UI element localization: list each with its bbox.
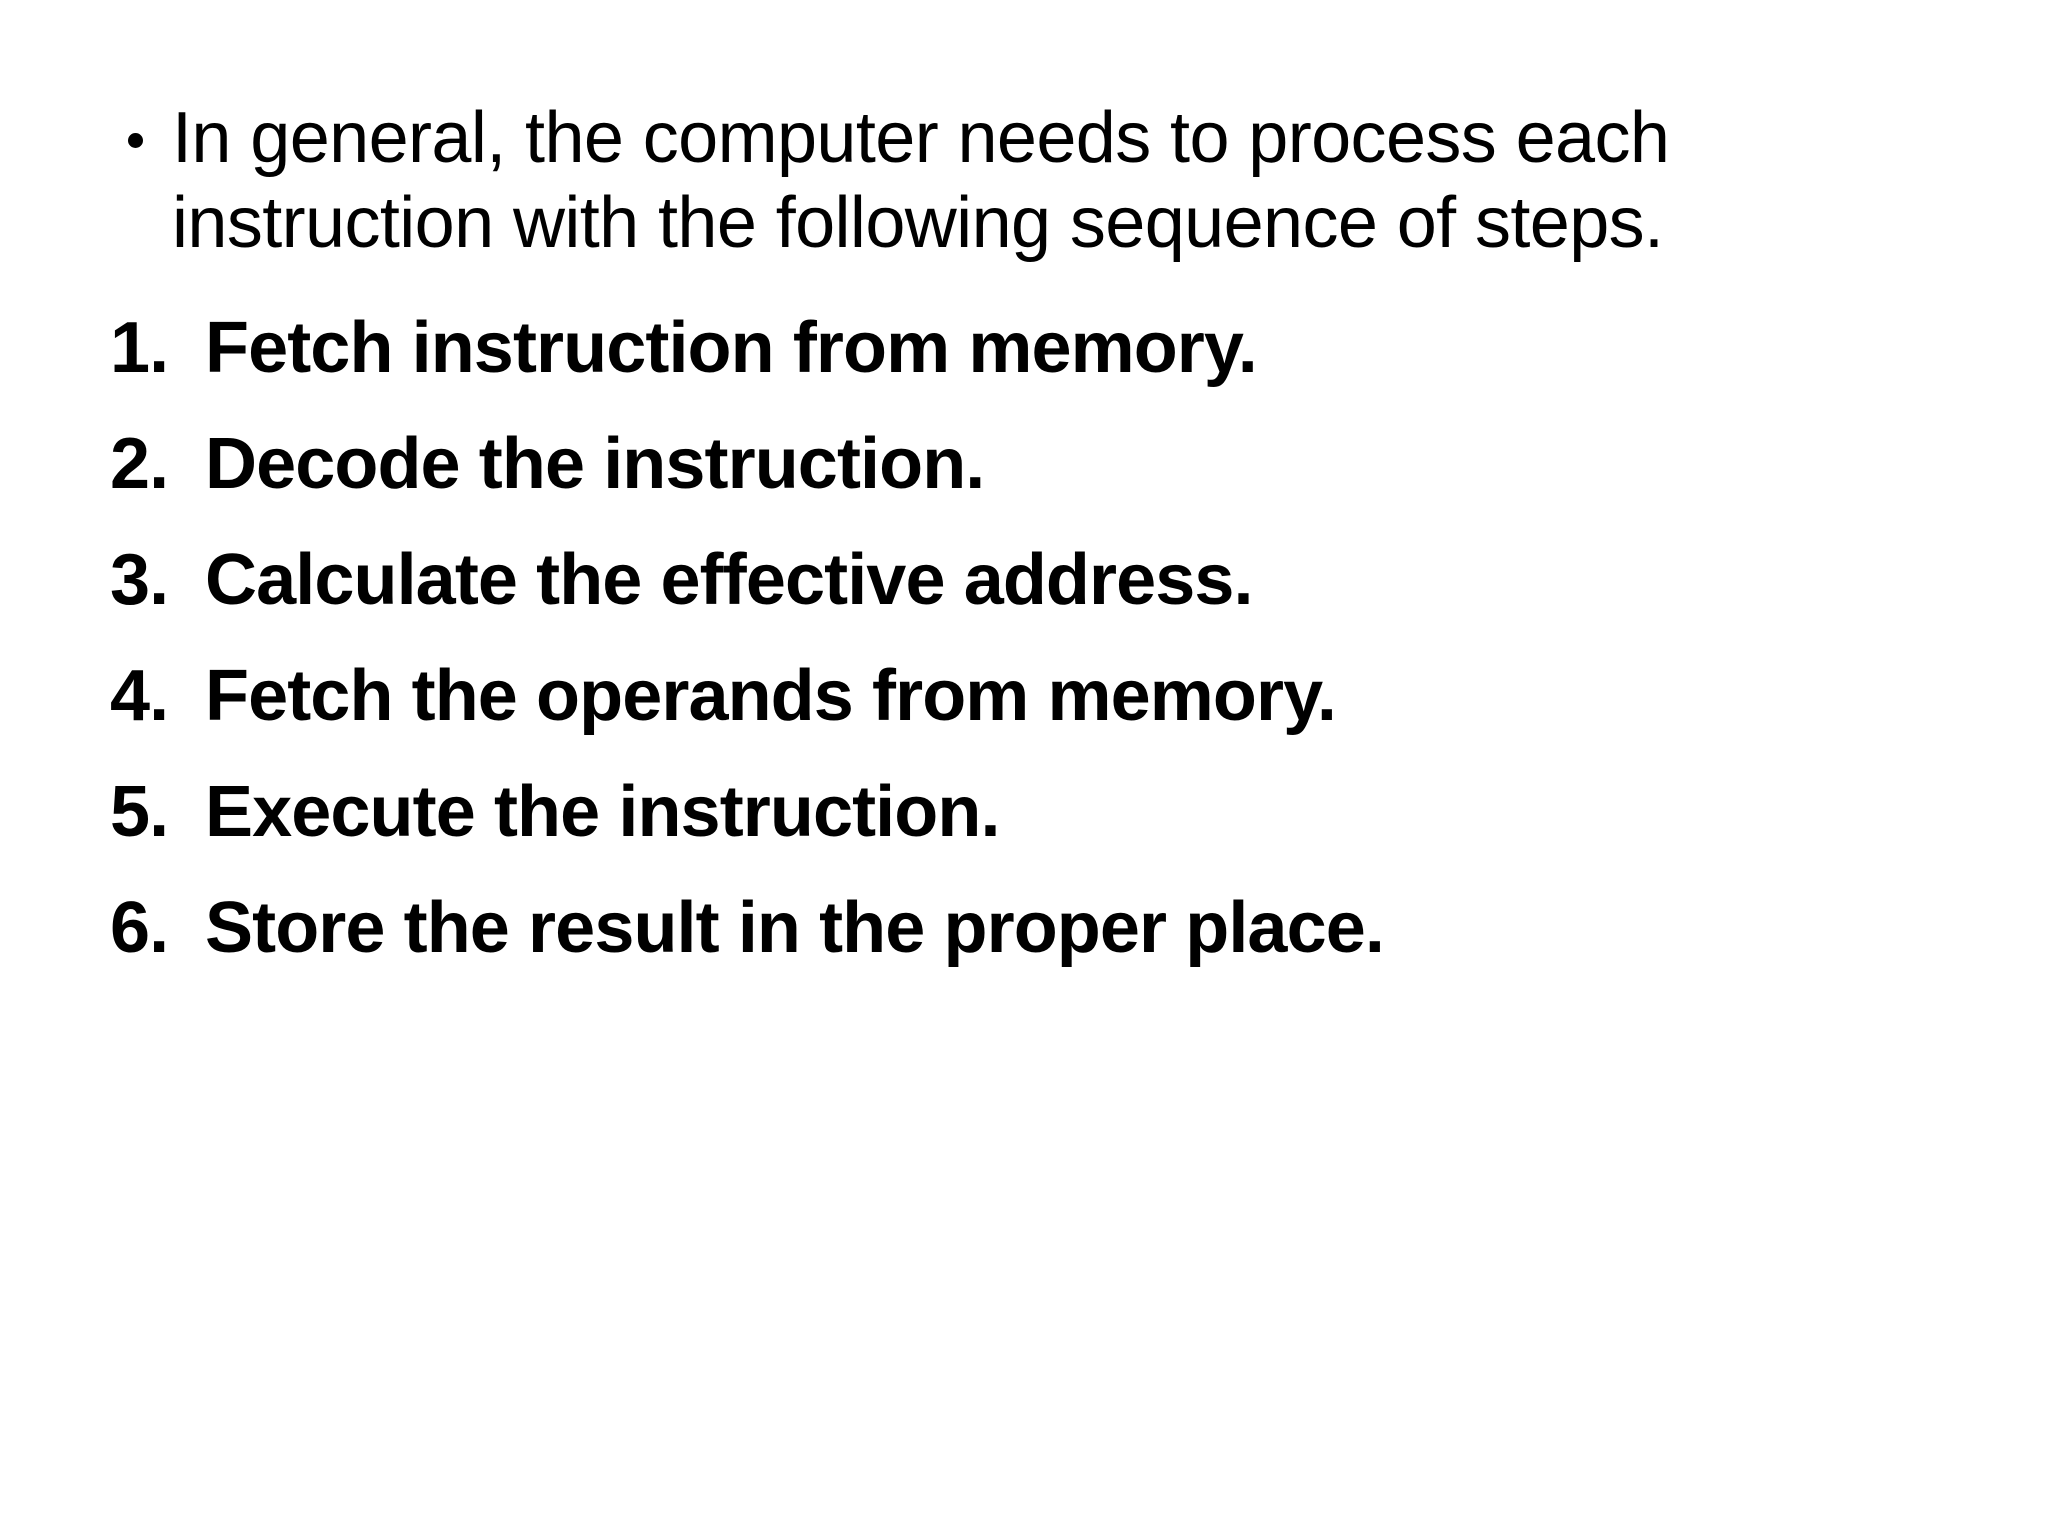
step-text-3: Calculate the effective address.: [205, 539, 1254, 620]
step-number-3: 3.: [110, 539, 169, 620]
step-number-2: 2.: [110, 423, 169, 504]
step-text-6: Store the result in the proper place.: [205, 887, 1385, 968]
intro-bullet-item: In general, the computer needs to proces…: [110, 96, 1872, 266]
step-text-5: Execute the instruction.: [205, 771, 1000, 852]
intro-paragraph-text: In general, the computer needs to proces…: [172, 98, 1670, 263]
intro-bullet-list: In general, the computer needs to proces…: [110, 96, 1970, 266]
list-item-step-3: 3. Calculate the effective address.: [110, 544, 1970, 616]
list-item-step-5: 5. Execute the instruction.: [110, 776, 1970, 848]
list-item-step-6: 6. Store the result in the proper place.: [110, 892, 1970, 964]
steps-numbered-list: 1. Fetch instruction from memory. 2. Dec…: [110, 312, 1970, 964]
list-item-step-2: 2. Decode the instruction.: [110, 428, 1970, 500]
step-number-4: 4.: [110, 655, 169, 736]
step-text-2: Decode the instruction.: [205, 423, 985, 504]
slide-content-placeholder: In general, the computer needs to proces…: [110, 96, 1970, 1008]
step-number-1: 1.: [110, 307, 169, 388]
step-number-5: 5.: [110, 771, 169, 852]
bullet-point-icon: [128, 133, 143, 149]
list-item-step-1: 1. Fetch instruction from memory.: [110, 312, 1970, 384]
step-text-1: Fetch instruction from memory.: [205, 307, 1258, 388]
step-number-6: 6.: [110, 887, 169, 968]
list-item-step-4: 4. Fetch the operands from memory.: [110, 660, 1970, 732]
step-text-4: Fetch the operands from memory.: [205, 655, 1337, 736]
